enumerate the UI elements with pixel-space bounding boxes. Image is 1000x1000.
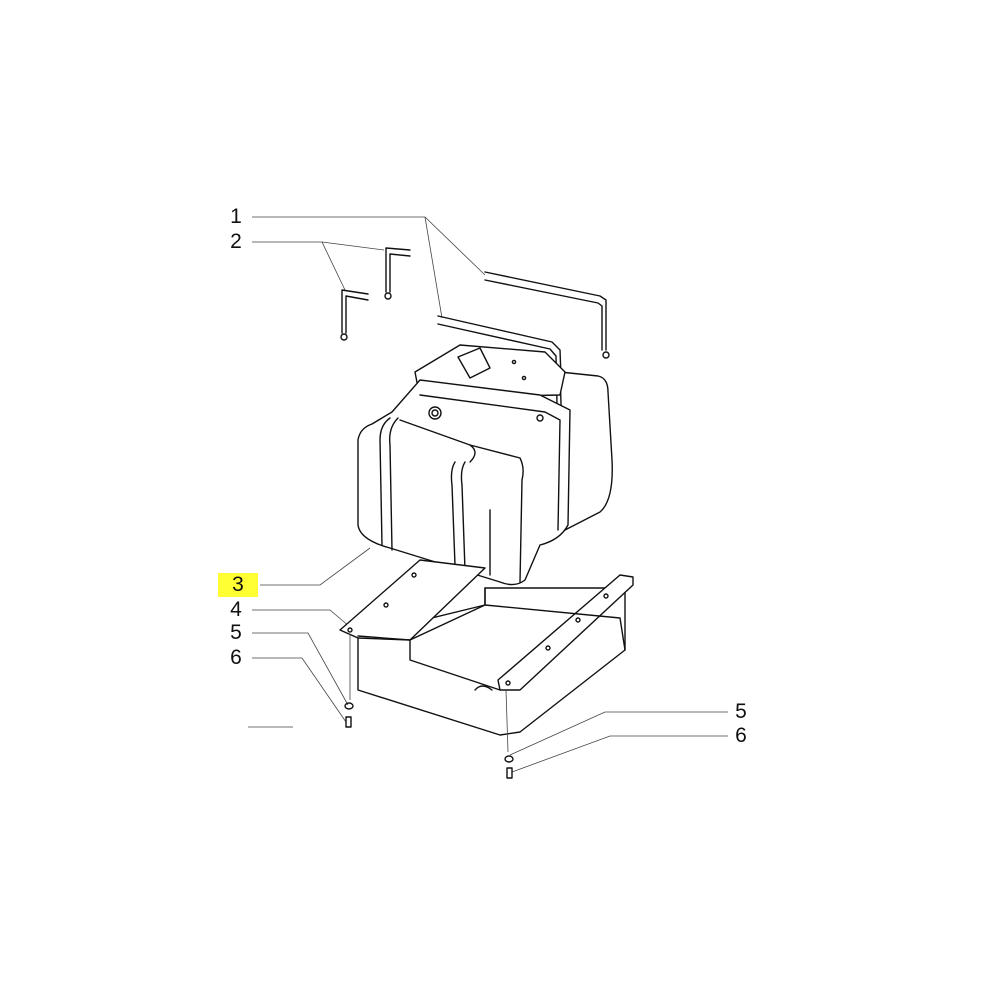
- callout-4[interactable]: 4: [230, 598, 242, 621]
- callout-5[interactable]: 5: [230, 621, 242, 644]
- washer-icon: [504, 755, 514, 763]
- fasteners-items-5-6: [344, 702, 514, 779]
- bolt-icon: [345, 716, 352, 728]
- leader-lines: [248, 216, 728, 773]
- callout-5-right[interactable]: 5: [735, 700, 747, 723]
- bolt-icon: [506, 767, 513, 779]
- bracket-item-2: [340, 247, 411, 341]
- callout-3-highlighted[interactable]: 3: [218, 573, 258, 597]
- callout-6-right[interactable]: 6: [735, 724, 747, 747]
- tank-tray-item-3: [339, 559, 634, 753]
- washer-icon: [344, 702, 354, 710]
- callout-2[interactable]: 2: [230, 230, 242, 253]
- callout-6[interactable]: 6: [230, 646, 242, 669]
- callout-1[interactable]: 1: [230, 205, 242, 228]
- fuel-tank: [357, 344, 613, 586]
